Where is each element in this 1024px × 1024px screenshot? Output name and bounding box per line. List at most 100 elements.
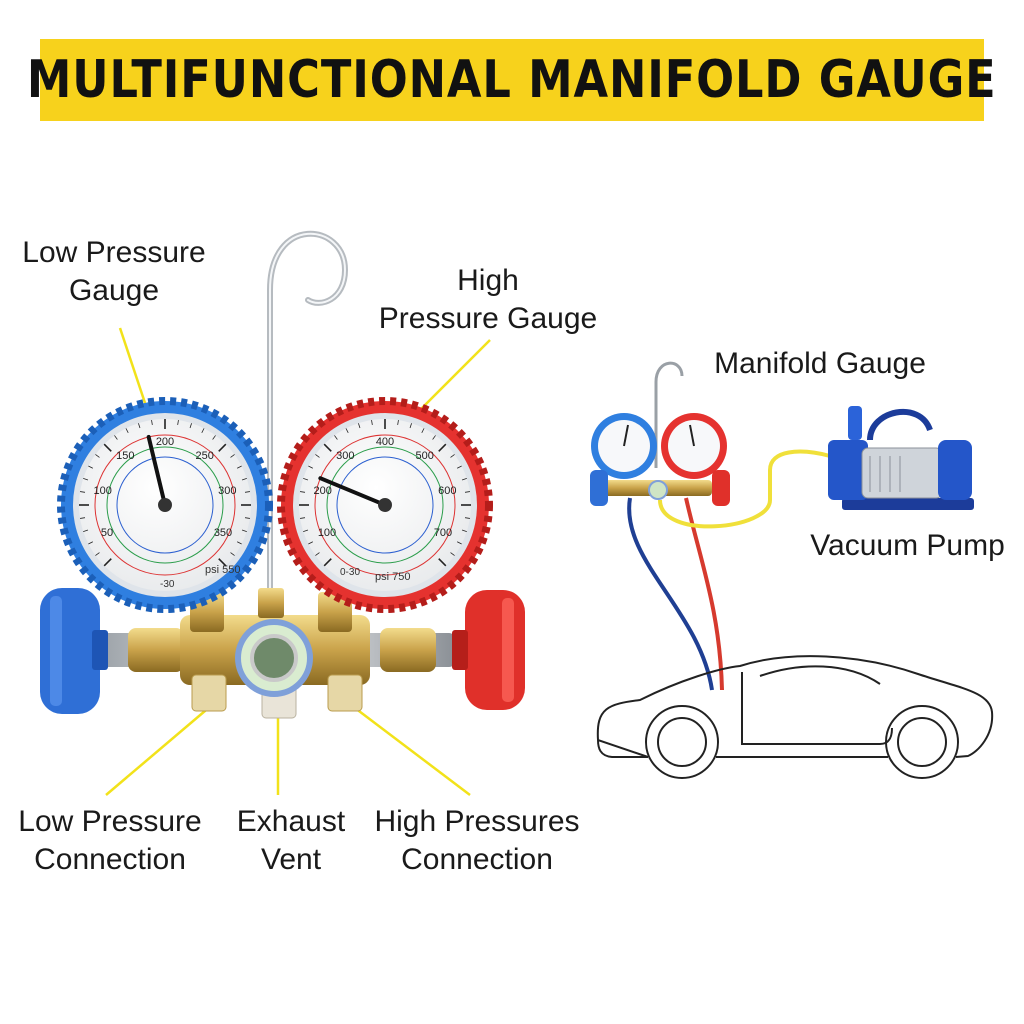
gauge-tick [189,423,192,429]
gauge-tick [303,478,309,481]
gauge-tick [244,517,251,519]
low-gauge-needle [146,434,167,507]
small-manifold-icon [590,361,730,506]
gauge-tick [464,491,471,493]
gauge-scale-label: 50 [101,527,113,539]
gauge-scale-label: 200 [156,436,174,448]
gauge-scale-label: 200 [314,485,332,497]
gauge-tick [88,465,94,469]
gauge-tick [218,443,227,452]
gauge-tick [450,552,455,556]
gauge-tick [308,541,314,545]
gauge-scale-label: 500 [416,450,434,462]
gauge-tick [177,419,179,426]
low-pressure-gauge: 50 100 150 200 250 300 350 psi 550 -30 [57,397,273,613]
gauge-tick [83,529,89,532]
gauge-tick [438,558,447,567]
gauge-tick [244,491,251,493]
gauge-tick [103,558,112,567]
gauge-tick [218,558,227,567]
gauge-tick [201,428,205,434]
gauge-tick [315,454,320,458]
gauge-tick [323,558,332,567]
title-banner: MULTIFUNCTIONAL MANIFOLD GAUGE [27,39,996,121]
gauge-tick [456,541,462,545]
gauge-tick [241,529,247,532]
callout-line-high-connection [354,707,471,796]
label-exhaust-vent: Exhaust Vent [236,805,346,876]
gauge-tick [323,443,332,452]
gauge-tick [236,465,242,469]
label-high-pressures-connection: High Pressures Connection [374,805,580,876]
gauge-tick [461,478,467,481]
gauge-tick [125,428,129,434]
gauge-tick [315,552,320,556]
gauge-tick [299,517,306,519]
high-side-valve-knob[interactable] [452,590,525,710]
gauge-tick [409,423,412,429]
high-gauge-needle [318,476,387,507]
gauge-scale-label: 400 [376,436,394,448]
gauge-tick [79,517,86,519]
high-pressure-gauge: 100 200 300 400 500 600 700 psi 750 0-30 [277,397,493,613]
yellow-hose [658,449,831,529]
gauge-tick [151,419,153,426]
gauge-tick [450,454,455,458]
gauge-scale-label: 700 [434,527,452,539]
low-side-valve-knob[interactable] [40,588,108,714]
high-pressure-connector[interactable] [327,674,363,712]
gauge-scale-label: 100 [94,485,112,497]
gauge-tick [456,465,462,469]
callout-line-low-connection [105,704,213,796]
label-high-pressure-gauge: High Pressure Gauge [378,264,598,335]
red-hose [684,497,724,691]
gauge-tick [95,552,100,556]
gauge-tick [103,443,112,452]
gauge-tick [358,423,361,429]
page-title: MULTIFUNCTIONAL MANIFOLD GAUGE [27,50,997,110]
blue-hose [627,497,714,691]
gauge-tick [95,454,100,458]
manifold-body [95,588,455,719]
gauge-tick [114,435,118,440]
gauge-tick [308,465,314,469]
gauge-tick [79,491,86,493]
car-outline-icon [596,655,994,779]
label-manifold-gauge: Manifold Gauge [714,347,926,380]
label-vacuum-pump: Vacuum Pump [810,529,1005,562]
high-gauge-bottom-mark: 0-30 [340,567,360,578]
gauge-tick [432,435,436,440]
low-pressure-connector[interactable] [191,674,227,712]
gauge-tick [464,517,471,519]
gauge-tick [241,478,247,481]
gauge-scale-label: 600 [438,485,456,497]
gauge-tick [303,529,309,532]
gauge-scale-label: 100 [318,527,336,539]
gauge-tick [236,541,242,545]
gauge-tick [345,428,349,434]
label-low-pressure-gauge: Low Pressure Gauge [22,236,206,307]
gauge-tick [230,552,235,556]
gauge-scale-label: 350 [214,527,232,539]
label-low-pressure-connection: Low Pressure Connection [18,805,202,876]
high-gauge-units: psi 750 [375,571,410,583]
gauge-tick [88,541,94,545]
gauge-tick [461,529,467,532]
gauge-scale-label: 250 [196,450,214,462]
gauge-tick [371,419,373,426]
gauge-scale-label: 300 [218,485,236,497]
gauge-tick [421,428,425,434]
low-gauge-units: psi 550 [205,564,240,576]
gauge-scale-label: 300 [336,450,354,462]
low-gauge-bottom-mark: -30 [160,579,175,590]
gauge-tick [397,419,399,426]
gauge-tick [299,491,306,493]
gauge-tick [138,423,141,429]
gauge-tick [438,443,447,452]
gauge-tick [334,435,338,440]
gauge-tick [83,478,89,481]
gauge-scale-label: 150 [116,450,134,462]
vacuum-pump-icon [828,406,974,510]
gauge-tick [212,435,216,440]
